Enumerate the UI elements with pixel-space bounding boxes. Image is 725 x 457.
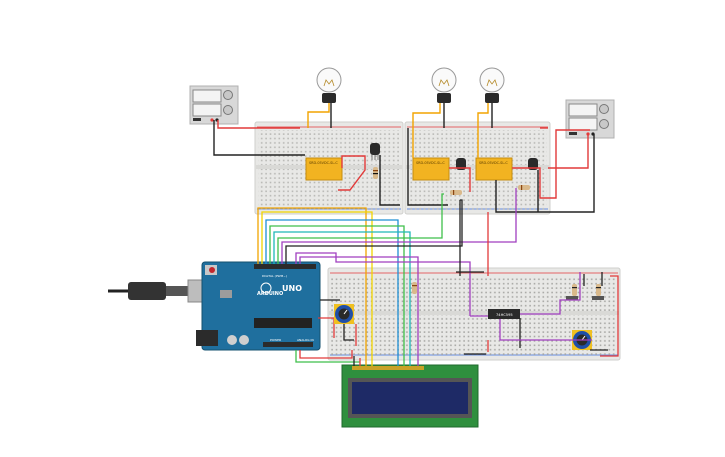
arduino-uno: ARDUINO UNO DIGITAL (PWM~) ANALOG IN POW… (196, 261, 321, 351)
button-bottom-1 (566, 296, 578, 300)
relay-3-label: SRD-05VDC-SL-C (479, 161, 508, 165)
resistor-top-3 (518, 185, 530, 190)
wires-top (213, 103, 595, 213)
arduino-analog-label: ANALOG IN (297, 338, 314, 342)
potentiometer-1 (334, 304, 354, 324)
arduino-digital-label: DIGITAL (PWM~) (262, 274, 287, 278)
button-bottom-2 (592, 296, 604, 300)
resistor-bottom-1 (412, 282, 417, 294)
power-supply-left (189, 85, 239, 125)
wires-bottom (343, 200, 619, 357)
resistor-top-2 (450, 190, 462, 195)
lcd-display (341, 364, 479, 428)
relay-3: SRD-05VDC-SL-C (475, 157, 513, 181)
usb-cable (108, 279, 209, 303)
arduino-power-label: POWER (270, 338, 281, 342)
arduino-logo-text: ARDUINO (257, 291, 283, 297)
transistor-3 (528, 158, 538, 170)
wires-lcd (353, 356, 419, 366)
transistor-1 (370, 143, 380, 160)
relay-1: SRD-05VDC-SL-C (305, 157, 343, 181)
resistor-top-1 (373, 167, 378, 179)
arduino-model-text: UNO (282, 284, 302, 293)
light-bulb-1 (316, 67, 342, 103)
relay-2: SRD-05VDC-SL-C (412, 157, 450, 181)
power-supply-right (565, 99, 615, 139)
resistor-bottom-2 (572, 284, 577, 296)
ic-chip: 74HC595 (488, 309, 520, 319)
relay-1-label: SRD-05VDC-SL-C (309, 161, 338, 165)
lcd-header-pins (352, 366, 424, 370)
light-bulb-2 (431, 67, 457, 103)
ic-label: 74HC595 (496, 313, 513, 317)
resistor-bottom-3 (596, 284, 601, 296)
relay-2-label: SRD-05VDC-SL-C (416, 161, 445, 165)
transistor-2 (456, 158, 466, 170)
light-bulb-3 (479, 67, 505, 103)
wires-arduino (257, 188, 517, 363)
